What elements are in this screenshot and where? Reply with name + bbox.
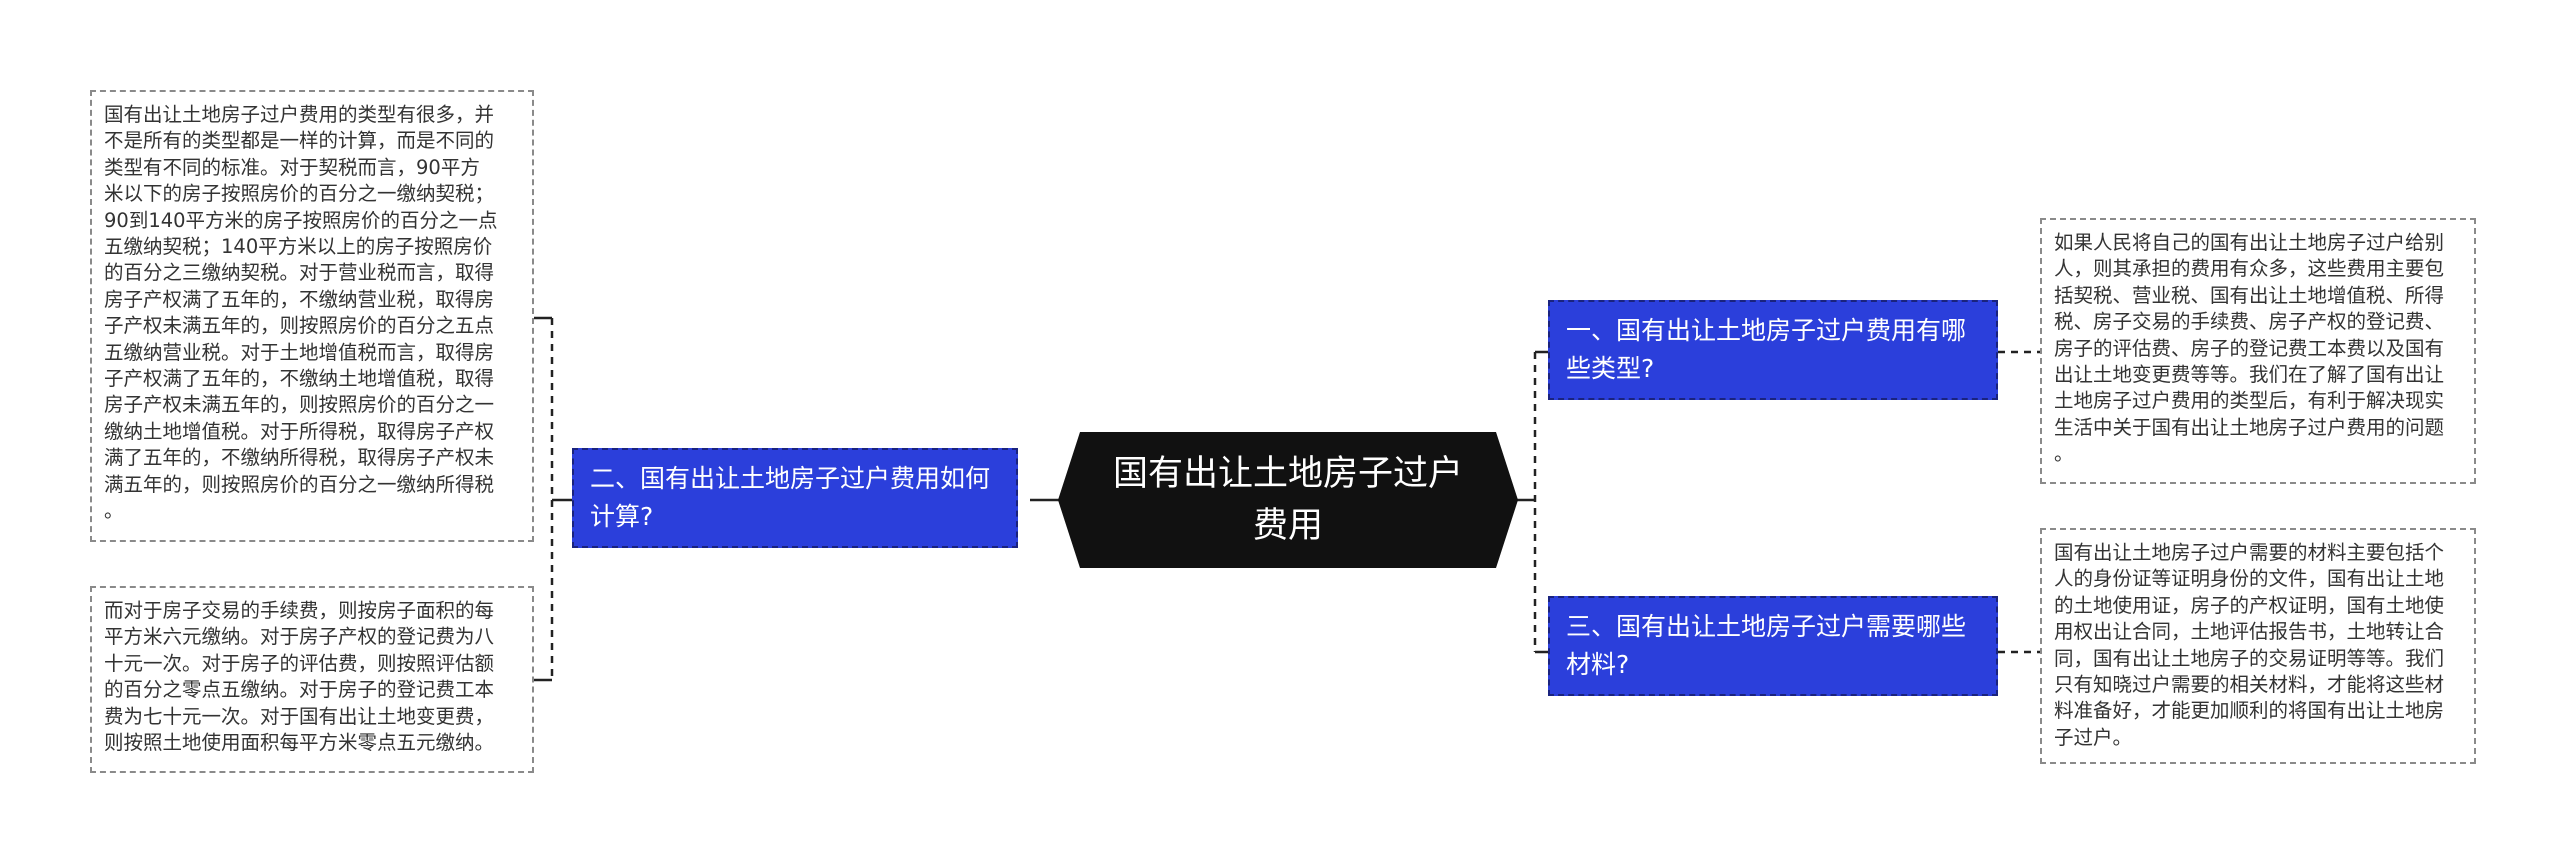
leaf-fee-details: 而对于房子交易的手续费，则按房子面积的每 平方米六元缴纳。对于房子产权的登记费为… [90,586,534,773]
leaf-calculation-details: 国有出让土地房子过户费用的类型有很多，并 不是所有的类型都是一样的计算，而是不同… [90,90,534,542]
leaf-materials-details: 国有出让土地房子过户需要的材料主要包括个 人的身份证等证明身份的文件，国有出让土… [2040,528,2476,764]
leaf-fee-types-details: 如果人民将自己的国有出让土地房子过户给别 人，则其承担的费用有众多，这些费用主要… [2040,218,2476,484]
central-topic[interactable]: 国有出让土地房子过户费用 [1058,432,1518,568]
branch-fee-types[interactable]: 一、国有出让土地房子过户费用有哪些类型? [1548,300,1998,400]
branch-how-to-calculate[interactable]: 二、国有出让土地房子过户费用如何计算? [572,448,1018,548]
branch-required-materials[interactable]: 三、国有出让土地房子过户需要哪些材料? [1548,596,1998,696]
